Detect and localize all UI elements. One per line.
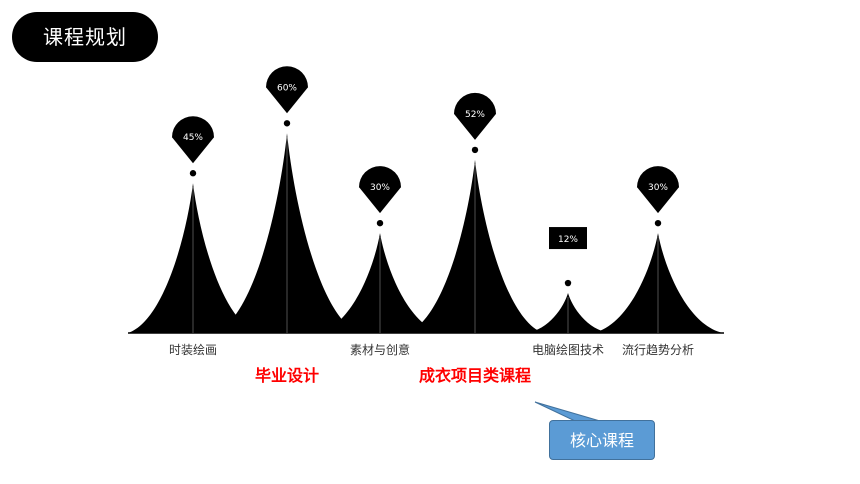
peak-dot-3: [376, 219, 384, 227]
value-marker-1: [172, 116, 214, 164]
value-marker-4: [454, 92, 496, 140]
category-label-4: 成衣项目类课程: [419, 366, 531, 385]
peak-dot-2: [283, 120, 291, 127]
peak-dot-4: [471, 146, 479, 154]
value-marker-3: [359, 166, 401, 214]
value-label-2: 60%: [277, 83, 297, 93]
value-marker-6: [637, 166, 680, 214]
peak-dot-5: [564, 279, 572, 287]
category-label-3: 素材与创意: [350, 342, 410, 357]
peak-dot-1: [189, 170, 197, 177]
value-label-5: 12%: [558, 235, 578, 245]
value-marker-5: [549, 227, 587, 250]
value-label-1: 45%: [183, 133, 203, 143]
category-label-6: 流行趋势分析: [622, 343, 694, 357]
core-course-callout: 核心课程: [549, 420, 655, 460]
category-label-2: 毕业设计: [255, 366, 319, 385]
page-title: 课程规划: [12, 12, 158, 62]
value-label-6: 30%: [648, 183, 668, 193]
category-label-5: 电脑绘图技术: [532, 342, 604, 357]
value-marker-2: [266, 66, 308, 114]
value-label-3: 30%: [370, 183, 390, 193]
category-label-1: 时装绘画: [169, 342, 217, 357]
value-label-4: 52%: [465, 110, 485, 120]
peak-dot-6: [654, 219, 662, 227]
